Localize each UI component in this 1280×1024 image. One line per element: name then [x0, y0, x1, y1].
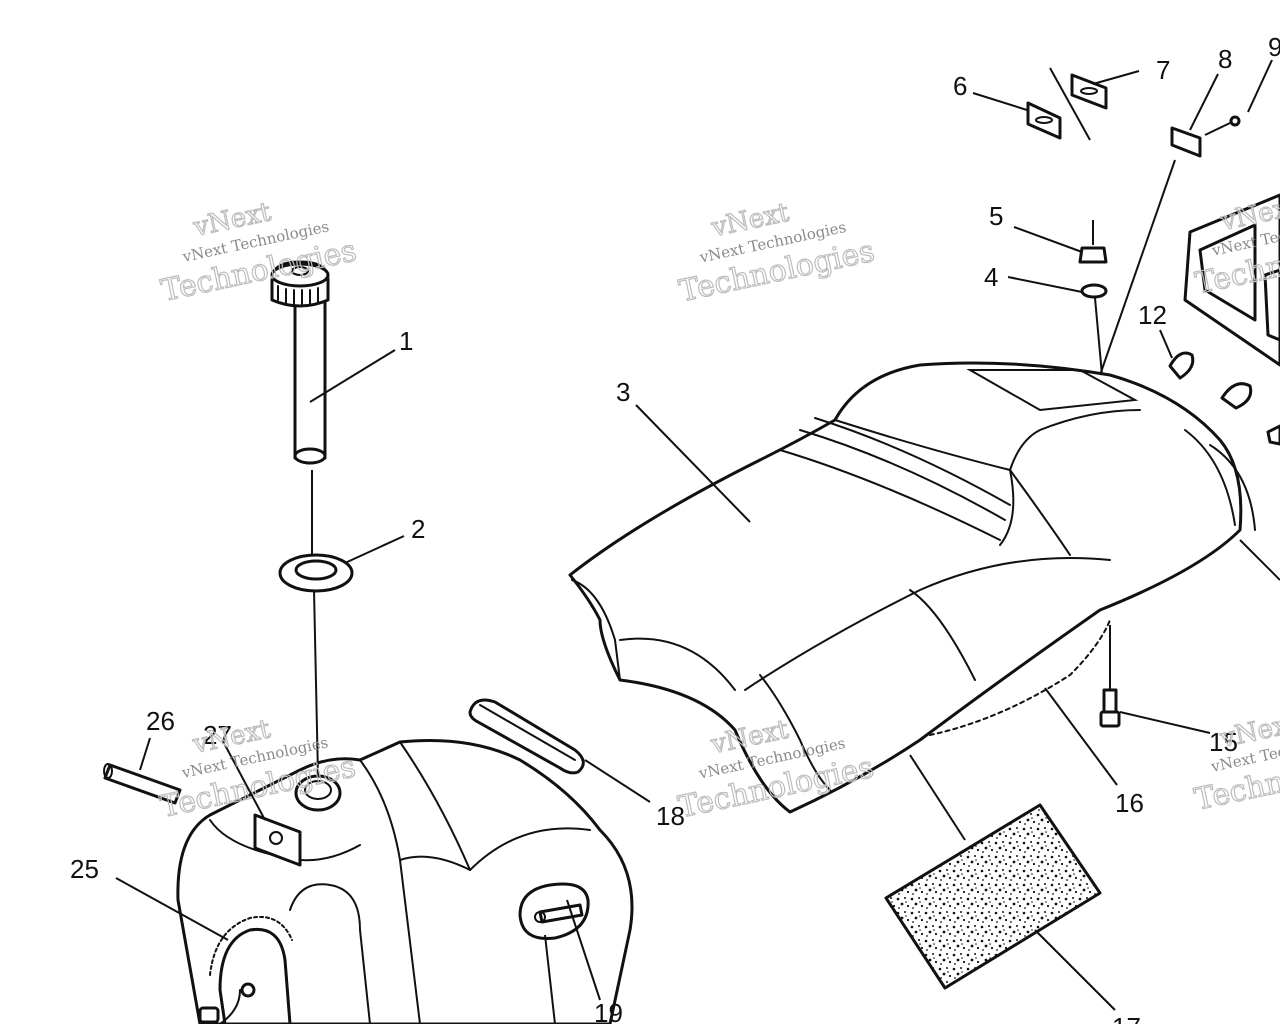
- hose-clamp-25: [198, 982, 256, 1024]
- bracket-27: [253, 813, 302, 867]
- rivet-9: [1204, 115, 1241, 136]
- callout-8: 8: [1218, 44, 1232, 74]
- callout-9: 9: [1268, 32, 1280, 62]
- assembly-line-1-2: [311, 470, 319, 777]
- callout-18: 18: [656, 801, 685, 831]
- callout-2: 2: [411, 514, 425, 544]
- callout-1: 1: [399, 326, 413, 356]
- leader-lines: [115, 59, 1280, 1024]
- callout-26: 26: [146, 706, 175, 736]
- plate-6: [1026, 101, 1062, 140]
- fuel-tank: [176, 739, 634, 1024]
- plate-7: [1049, 67, 1108, 141]
- callout-15: 15: [1209, 727, 1238, 757]
- callout-25: 25: [70, 854, 99, 884]
- watermark-right-bottom: vNext vNext Technologies Technologies: [1191, 708, 1280, 819]
- foam-pad-17: [884, 754, 1102, 990]
- vent-hose-26: [103, 763, 182, 805]
- callout-19: 19: [594, 998, 623, 1024]
- callout-6: 6: [953, 71, 967, 101]
- callout-5: 5: [989, 201, 1003, 231]
- nut-5: [1078, 220, 1108, 264]
- taillight-housing: [1183, 193, 1280, 367]
- callout-16: 16: [1115, 788, 1144, 818]
- callout-27: 27: [203, 720, 232, 750]
- bulb-12: [1168, 351, 1280, 446]
- washer-4: [1080, 283, 1108, 376]
- seat-3: [568, 361, 1256, 814]
- watermark-center-top: vNext vNext Technologies Technologies: [676, 197, 879, 310]
- gasket-2: [278, 553, 354, 593]
- plate-8: [1099, 126, 1202, 376]
- callout-17: 17: [1112, 1012, 1141, 1024]
- fuel-cap-1: [270, 260, 330, 465]
- bolt-15: [1099, 625, 1121, 728]
- callout-7: 7: [1156, 55, 1170, 85]
- callout-12: 12: [1138, 300, 1167, 330]
- callout-3: 3: [616, 377, 630, 407]
- callout-4: 4: [984, 262, 998, 292]
- pad-18: [468, 698, 585, 775]
- valve-19: [518, 882, 590, 941]
- callout-numbers: 1 2 3 4 5 6 7 8 9 12 15 16 17 18 19 25 2…: [70, 32, 1280, 1024]
